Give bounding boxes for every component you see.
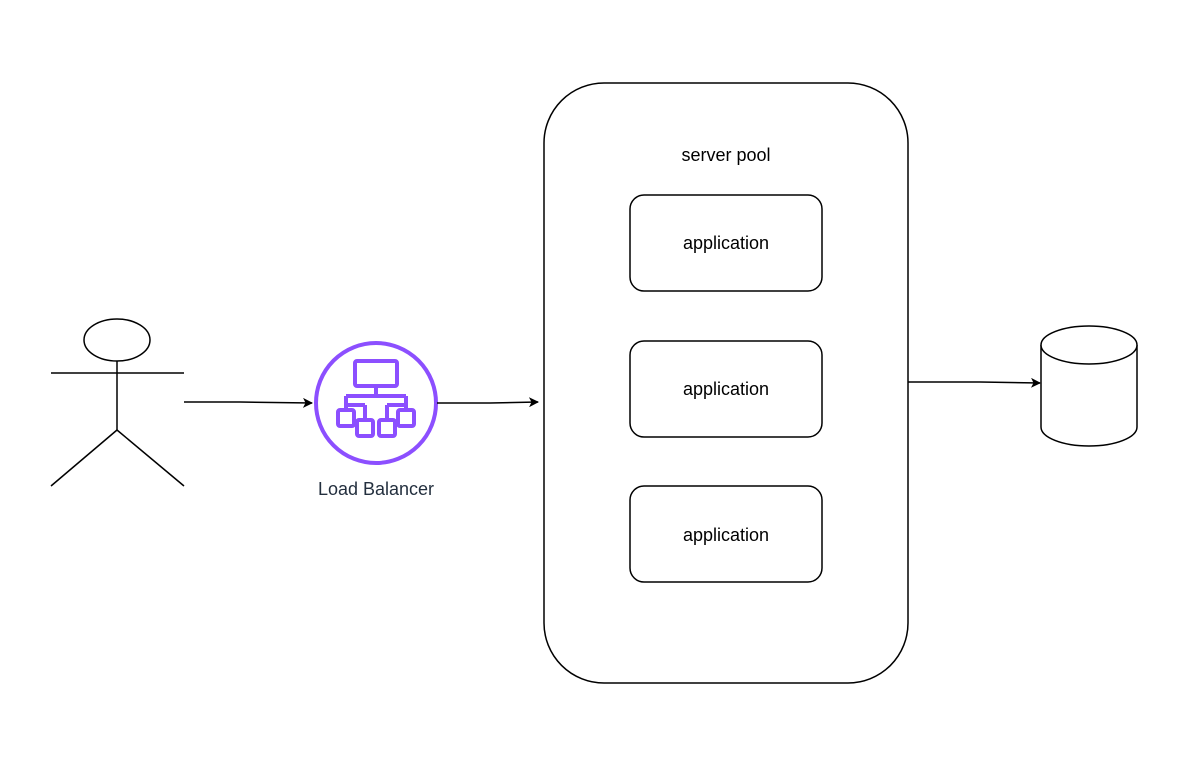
application-box-1: [629, 194, 823, 292]
user-actor-icon: [50, 318, 185, 487]
load-balancer-label: Load Balancer: [318, 479, 434, 499]
server-pool-label: server pool: [681, 145, 770, 165]
arrow-load-balancer-to-server-pool: [437, 397, 539, 408]
application-label-3: application: [683, 525, 769, 545]
application-label-1: application: [683, 233, 769, 253]
application-box-3: [629, 485, 823, 583]
load-balancer-icon: [314, 341, 438, 465]
arrow-user-to-load-balancer: [184, 397, 313, 408]
application-box-2: [629, 340, 823, 438]
application-label-2: application: [683, 379, 769, 399]
arrow-server-pool-to-database: [908, 377, 1041, 388]
database-cylinder-icon: [1040, 325, 1138, 447]
